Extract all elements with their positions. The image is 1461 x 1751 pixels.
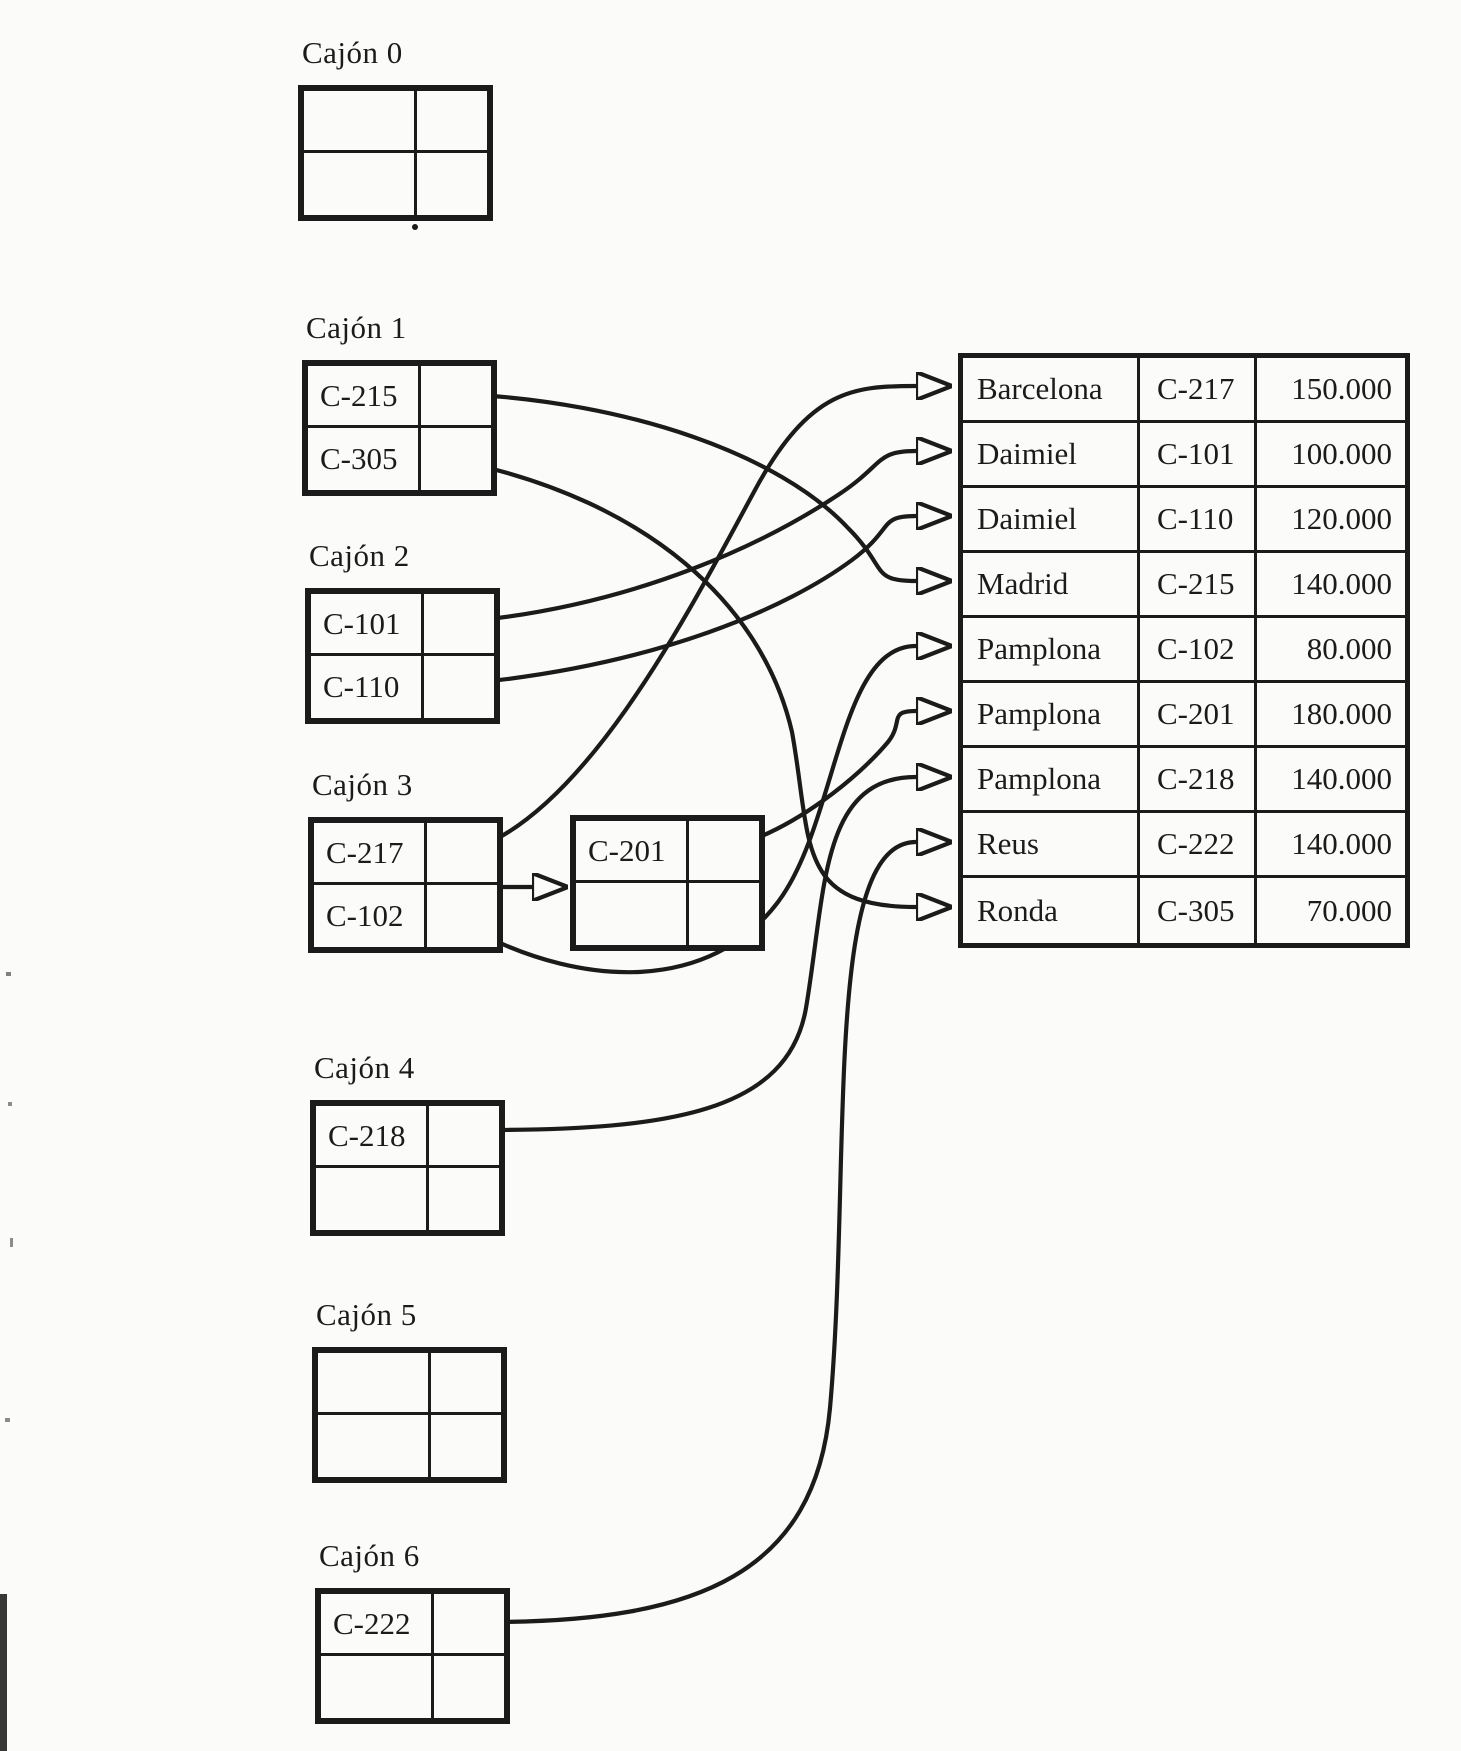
bucket-slot-pointer [431,1353,501,1415]
table-cell-city: Pamplona [963,618,1140,683]
bucket-slot-key: C-102 [314,885,428,947]
bucket-slot-key [321,1656,435,1718]
bucket-slot-pointer [427,885,497,947]
table-cell-city: Barcelona [963,358,1140,423]
bucket-slot-pointer [689,883,759,945]
bucket-cajon-5 [312,1347,507,1483]
bucket-slot-key: C-110 [311,656,425,718]
bucket-slot-key [576,883,690,945]
table-cell-value: 140.000 [1257,813,1405,878]
table-cell-code: C-218 [1140,748,1257,813]
bucket-label-cajon-1: Cajón 1 [306,310,407,345]
bucket-slot-key: C-218 [316,1106,430,1168]
records-table: Barcelona C-217 150.000 Daimiel C-101 10… [958,353,1410,948]
table-cell-value: 140.000 [1257,553,1405,618]
scan-artifact [5,1418,10,1422]
scan-artifact [412,224,418,230]
bucket-label-cajon-0: Cajón 0 [302,35,403,70]
table-cell-code: C-217 [1140,358,1257,423]
bucket-slot-key: C-201 [576,821,690,883]
scan-artifact [6,972,11,976]
table-cell-code: C-201 [1140,683,1257,748]
table-cell-city: Daimiel [963,488,1140,553]
arrow-c217-to-barcelona [476,386,916,850]
arrow-c101-to-daimiel1 [461,451,916,625]
scan-artifact [10,1238,13,1247]
table-cell-value: 70.000 [1306,892,1392,928]
bucket-slot-pointer [424,594,494,656]
bucket-slot-key: C-222 [321,1594,435,1656]
bucket-slot-key: C-217 [314,823,428,885]
bucket-slot-key [318,1353,432,1415]
table-cell-city: Madrid [963,553,1140,618]
arrow-c215-to-madrid [461,391,916,581]
bucket-cajon-3: C-217 C-102 [308,817,503,953]
bucket-slot-key: C-101 [311,594,425,656]
bucket-slot-key [304,91,418,153]
table-cell-value: 150.000 [1257,358,1405,423]
bucket-slot-key [316,1168,430,1230]
scan-artifact [0,1594,7,1751]
bucket-slot-pointer [429,1168,499,1230]
table-cell-value: 100.000 [1257,423,1405,488]
table-cell-code: C-305 [1140,878,1257,943]
bucket-cajon-6: C-222 [315,1588,510,1724]
bucket-slot-pointer [427,823,497,885]
bucket-label-cajon-5: Cajón 5 [316,1297,417,1332]
bucket-label-cajon-6: Cajón 6 [319,1538,420,1573]
bucket-slot-pointer [429,1106,499,1168]
arrow-c110-to-daimiel2 [461,516,916,687]
bucket-slot-pointer [434,1594,504,1656]
bucket-slot-pointer [424,656,494,718]
bucket-slot-pointer [431,1415,501,1477]
bucket-slot-key: C-305 [308,428,422,490]
bucket-cajon-4: C-218 [310,1100,505,1236]
bucket-cajon-0 [298,85,493,221]
bucket-slot-key: C-215 [308,366,422,428]
bucket-label-cajon-4: Cajón 4 [314,1050,415,1085]
table-cell-code: C-110 [1140,488,1257,553]
bucket-slot-key [318,1415,432,1477]
table-cell-code: C-101 [1140,423,1257,488]
bucket-slot-pointer [421,428,491,490]
bucket-label-cajon-3: Cajón 3 [312,767,413,802]
table-cell-code: C-102 [1140,618,1257,683]
bucket-cajon-1: C-215 C-305 [302,360,497,496]
bucket-label-cajon-2: Cajón 2 [309,538,410,573]
table-cell-city: Reus [963,813,1140,878]
table-cell-code: C-215 [1140,553,1257,618]
table-cell-city: Pamplona [963,748,1140,813]
table-cell-city: Daimiel [963,423,1140,488]
table-cell-code: C-222 [1140,813,1257,878]
table-cell-value: 140.000 [1257,748,1405,813]
bucket-slot-pointer [434,1656,504,1718]
bucket-slot-pointer [421,366,491,428]
bucket-slot-pointer [689,821,759,883]
table-cell-value: 180.000 [1257,683,1405,748]
scan-artifact [8,1102,12,1106]
arrow-c222-to-reus [489,842,916,1625]
bucket-slot-pointer [417,91,487,153]
bucket-cajon-2: C-101 C-110 [305,588,500,724]
overflow-bucket: C-201 [570,815,765,951]
table-cell-value: 120.000 [1257,488,1405,553]
table-cell-city: Pamplona [963,683,1140,748]
bucket-slot-key [304,153,418,215]
table-cell-city: Ronda [963,878,1140,943]
table-cell-value: 80.000 [1257,618,1405,683]
bucket-slot-pointer [417,153,487,215]
